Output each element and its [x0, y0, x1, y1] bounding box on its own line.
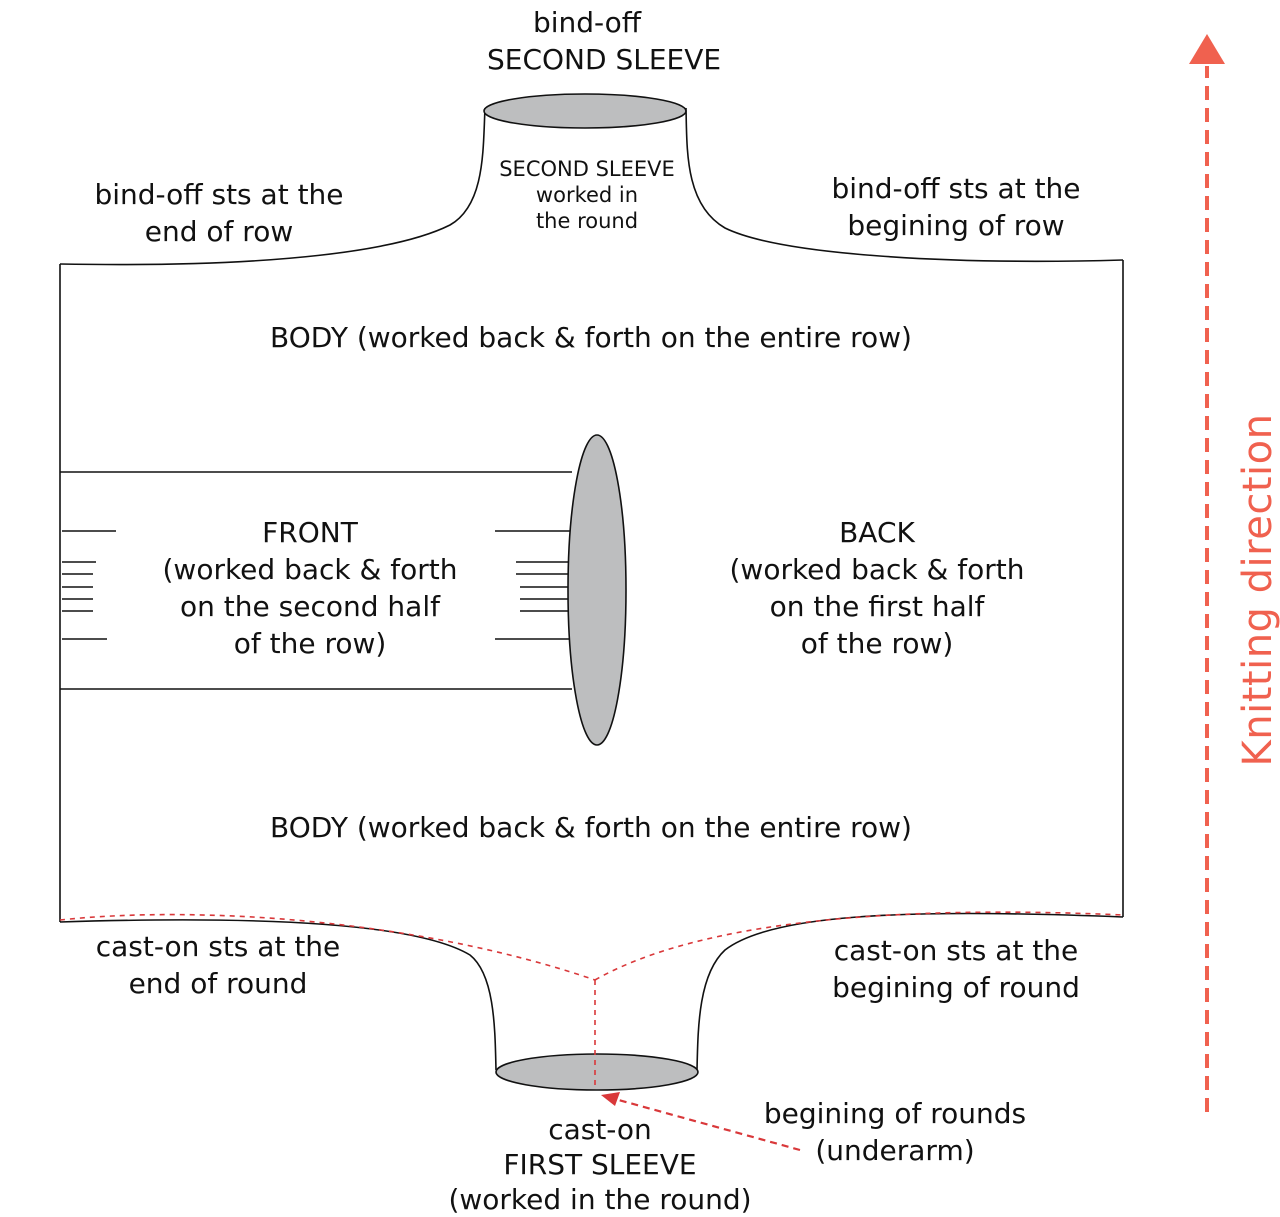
back-label-line2: (worked back & forth	[729, 553, 1025, 586]
second-sleeve-label-line3: the round	[535, 209, 639, 233]
caston-begining-of-round-note: cast-on sts at the begining of round	[806, 932, 1106, 1006]
caston-end-of-round-note: cast-on sts at the end of round	[68, 928, 368, 1002]
first-sleeve-title-line1: cast-on	[548, 1113, 652, 1146]
body-upper-label: BODY (worked back & forth on the entire …	[270, 321, 912, 354]
front-label-line1: FRONT	[262, 516, 358, 549]
second-sleeve-title-line2: SECOND SLEEVE	[487, 43, 722, 76]
second-sleeve-title-line1: bind-off	[532, 6, 642, 39]
rounds-note-line1: begining of rounds	[763, 1097, 1027, 1130]
front-label-line4: of the row)	[233, 627, 387, 660]
caston-right-line1: cast-on sts at the	[833, 934, 1079, 967]
bindoff-right-line2: begining of row	[847, 209, 1065, 242]
round-start-pointer	[601, 1092, 801, 1152]
body-top-edge-left	[59, 107, 486, 266]
bindoff-left-line2: end of row	[144, 215, 294, 248]
front-label: FRONT (worked back & forth on the second…	[130, 514, 490, 662]
first-sleeve-title-line3: (worked in the round)	[448, 1183, 752, 1216]
bindoff-left-line1: bind-off sts at the	[94, 178, 344, 211]
underarm-guides	[59, 911, 1124, 1085]
back-label-line3: on the first half	[769, 590, 985, 623]
first-sleeve-caston-title: cast-on FIRST SLEEVE (worked in the roun…	[430, 1112, 770, 1217]
caston-right-line2: begining of round	[832, 971, 1080, 1004]
rounds-note-line2: (underarm)	[815, 1134, 975, 1167]
body-lower-label: BODY (worked back & forth on the entire …	[270, 811, 912, 844]
bindoff-begining-of-row-note: bind-off sts at the begining of row	[806, 170, 1106, 244]
front-label-line3: on the second half	[180, 590, 440, 623]
bindoff-end-of-row-note: bind-off sts at the end of row	[79, 176, 359, 250]
right-stitch-marks	[495, 530, 572, 640]
body-top-edge-right	[685, 107, 1124, 263]
back-label-line4: of the row)	[800, 627, 954, 660]
second-sleeve-label-line1: SECOND SLEEVE	[499, 157, 675, 181]
body-bottom-edge-right	[696, 912, 1124, 1071]
caston-left-line2: end of round	[128, 967, 308, 1000]
begining-of-rounds-note: begining of rounds (underarm)	[745, 1095, 1045, 1169]
back-label-line1: BACK	[839, 516, 915, 549]
caston-left-line1: cast-on sts at the	[95, 930, 341, 963]
second-sleeve-bindoff-title: bind-off SECOND SLEEVE	[487, 4, 722, 78]
left-stitch-marks	[62, 530, 116, 640]
first-sleeve-title-line2: FIRST SLEEVE	[503, 1148, 697, 1181]
back-label: BACK (worked back & forth on the first h…	[697, 514, 1057, 662]
second-sleeve-label-line2: worked in	[535, 183, 639, 207]
knitting-direction-label: Knitting direction	[1235, 413, 1280, 767]
first-sleeve-opening	[495, 1053, 699, 1091]
bindoff-right-line1: bind-off sts at the	[831, 172, 1081, 205]
second-sleeve-label: SECOND SLEEVE worked in the round	[487, 156, 687, 234]
knitting-direction-arrow	[1189, 34, 1225, 1112]
second-sleeve-opening	[483, 93, 687, 129]
front-label-line2: (worked back & forth	[162, 553, 458, 586]
body-center-opening	[567, 434, 627, 746]
body-bottom-edge-left	[59, 919, 497, 1071]
